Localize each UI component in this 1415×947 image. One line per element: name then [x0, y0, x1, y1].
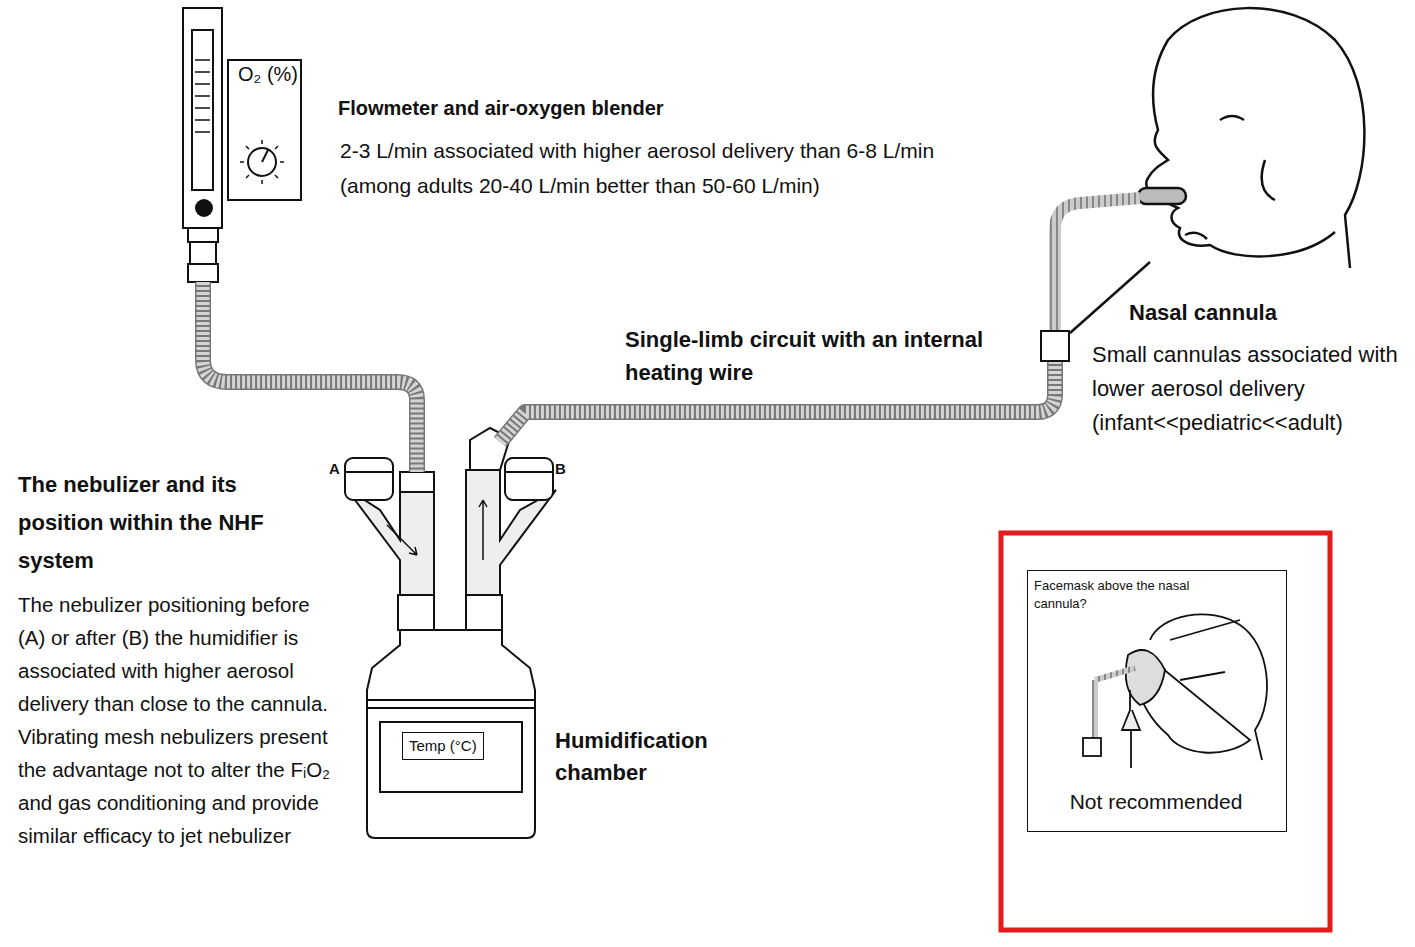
- nebulizer-note: The nebulizer positioning before (A) or …: [18, 588, 340, 852]
- highlight-frame: [1001, 533, 1330, 930]
- nebulizer-title: The nebulizer and its position within th…: [18, 466, 318, 580]
- node-label: O₂ (%): [235, 62, 301, 86]
- device-title: Flowmeter and air-oxygen blender: [338, 96, 898, 120]
- humidifier: [345, 428, 556, 838]
- tubing: [500, 362, 1055, 442]
- facemask-illustration: [1083, 614, 1267, 768]
- blender-device: O₂ (%): [183, 8, 301, 235]
- circuit-title: Single-limb circuit with an internal hea…: [625, 323, 995, 389]
- node-label: Humidification chamber: [555, 725, 785, 789]
- humidifier-unit: Humidification chamberTemp (°C): [340, 440, 540, 840]
- temp-display: Temp (°C): [402, 732, 484, 760]
- node-label: Facemask above the nasal cannula?: [1034, 577, 1239, 613]
- flow-note: 2-3 L/min associated with higher aerosol…: [340, 133, 950, 203]
- inset-box: Facemask above the nasal cannula? Not rec…: [1027, 570, 1287, 832]
- node-note: Not recommended: [1028, 789, 1284, 814]
- position-letter: A: [329, 460, 340, 478]
- node-label: Nasal cannula: [1129, 300, 1277, 326]
- flowmeter: [183, 8, 301, 282]
- node-note: Small cannulas associated with lower aer…: [1092, 338, 1415, 440]
- tubing: [203, 282, 417, 472]
- node-label: Temp (°C): [409, 737, 477, 755]
- position-letter: B: [555, 460, 566, 478]
- infant-head: [1055, 8, 1364, 333]
- cannula-connector: Nasal cannulaSmall cannulas associated w…: [1040, 330, 1070, 362]
